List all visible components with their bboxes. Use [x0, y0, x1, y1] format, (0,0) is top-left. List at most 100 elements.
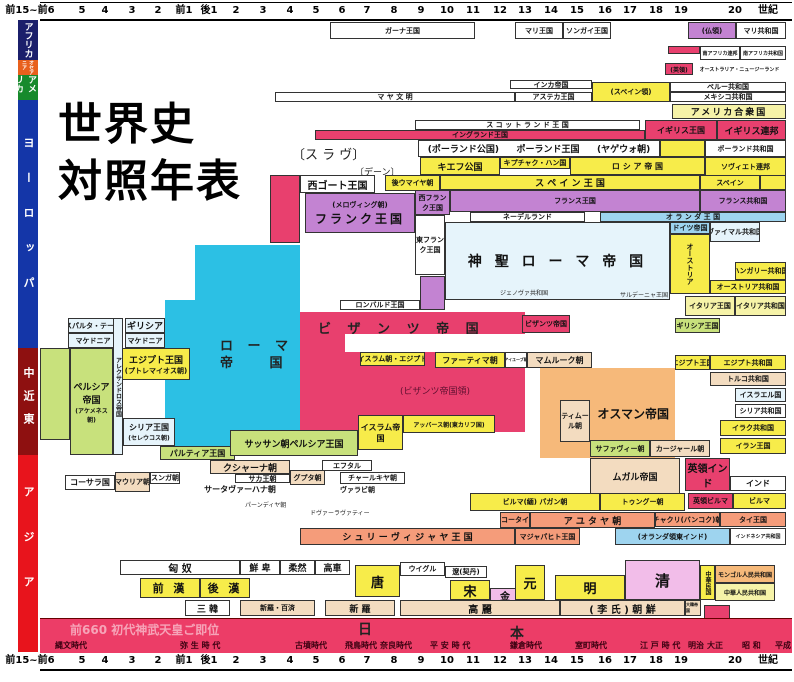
axis-tick-label: 12 [493, 655, 507, 666]
block-kushan: クシャーナ朝 [210, 460, 290, 474]
axis-tick-label: 8 [390, 655, 398, 666]
block-tang: 唐 [355, 565, 400, 597]
axis-tick-label: 11 [466, 655, 480, 666]
block-sa-rep: 南アフリカ共和国 [740, 46, 786, 60]
label-rome: ロ ー マ [220, 339, 294, 354]
japan-period-label: 鎌倉時代 [510, 641, 542, 650]
gap-byzantine [345, 334, 577, 352]
block-thai: タイ王国 [720, 512, 786, 527]
block-holland: オ ラ ン ダ 王 国 [600, 212, 786, 222]
block-joseon: ( 李 氏 ) 朝 鮮 [560, 600, 685, 616]
block-qing: 清 [625, 560, 700, 600]
block-xianbei: 鮮 卑 [240, 560, 280, 575]
block-warsaw [660, 140, 705, 157]
region-label: アジア [22, 486, 35, 621]
block-islam-empire: イスラム帝国 [358, 415, 403, 450]
block-greece: ギリシア王国 [675, 318, 720, 333]
axis-tick-label: 5 [78, 655, 86, 666]
block-ghana: ガーナ王国 [330, 22, 475, 39]
block-islam-egypt: (イスラム朝・エジプト) [360, 352, 425, 366]
block-goryeo: 高 麗 [400, 600, 560, 616]
block-egypt-rep: エジプト共和国 [710, 355, 786, 370]
page-title-line2: 対照年表 [58, 156, 242, 207]
block-uk: イギリス連邦 [717, 120, 786, 140]
label-pandya: パーンディヤ朝 [245, 502, 287, 509]
block-syria-rep: シリア共和国 [735, 404, 786, 418]
block-uyghur: ウイグル [400, 562, 445, 576]
japan-period-label: 奈良時代 [380, 641, 412, 650]
block-netherlands: ネーデルランド [470, 212, 585, 222]
block-valabhi: ヴァラビ朝 [335, 485, 380, 495]
region-label: ヨーロッパ [22, 136, 35, 312]
region-europe: ヨーロッパ [18, 100, 38, 348]
label: ポーランド王国 [516, 145, 580, 155]
axis-tick-label: 前1 [175, 5, 193, 16]
block-roc: 中華民国 [700, 565, 715, 600]
block-india: インド [730, 476, 786, 491]
block-holy-roman-empire: 神 聖 ロ ー マ 帝 国 [445, 222, 670, 300]
axis-tick-label: 5 [312, 655, 320, 666]
block-iraq: イラク共和国 [720, 420, 786, 436]
label-hon: 本 [510, 626, 524, 642]
axis-tick-label: 17 [623, 655, 637, 666]
block-roman-empire [195, 245, 300, 455]
axis-tick-label: 5 [78, 5, 86, 16]
label-slav: 〔ス ラ ヴ〕 [292, 148, 366, 163]
region-middle-east: 中近東 [18, 348, 38, 455]
block-maurya: マウリア朝 [115, 472, 150, 492]
block-german: ドイツ帝国 [670, 222, 710, 234]
block-weimar: ヴァイマル共和国 [710, 222, 760, 242]
axis-tick-label: 前15~前6 [5, 5, 55, 16]
block-kipchak: キプチャク・ハン国 [500, 157, 570, 169]
block-turkey: トルコ共和国 [710, 372, 786, 386]
axis-tick-label: 4 [101, 5, 109, 16]
block-spain3 [760, 175, 786, 190]
block-saka: サカ王朝 [235, 474, 290, 483]
block-parthia: パルティア王国 [160, 446, 235, 460]
block-gupta: グプタ朝 [290, 470, 325, 485]
axis-tick-label: 12 [493, 5, 507, 16]
axis-tick-label: 16 [598, 655, 612, 666]
block-timurid: ティムール朝 [560, 400, 590, 442]
block-france: フランス王国 [450, 190, 700, 212]
block-iran: イラン王国 [720, 438, 786, 454]
block-austria-rep: オーストリア共和国 [710, 280, 786, 294]
block-silla-baekje: 新羅・百済 [240, 600, 315, 616]
axis-tick-label: 後1 [200, 5, 218, 16]
block-song: 宋 [450, 580, 490, 600]
block-hungary: ハンガリー共和国 [735, 262, 786, 280]
block-italy-kingdom: イタリア王国 [685, 296, 735, 316]
axis-tick-label: 前15~前6 [5, 655, 55, 666]
axis-tick-label: 3 [259, 655, 267, 666]
block-mamluk: マムルーク朝 [527, 352, 592, 368]
block-greek: ギリシア [125, 318, 165, 333]
axis-tick-label: 4 [286, 655, 294, 666]
axis-tick-label: 2 [232, 655, 240, 666]
block-hephthal: エフタル [322, 460, 372, 471]
block-japan-colony [704, 605, 730, 619]
axis-tick-label: 10 [440, 5, 454, 16]
block-french-africa: (仏領) [688, 22, 736, 39]
block-srivijaya: シ ュ リ ー ヴ ィ ジ ャ ヤ 王 国 [300, 528, 515, 545]
axis-tick-label: 20 [728, 5, 742, 16]
axis-tick-label: 4 [286, 5, 294, 16]
block-spain: ス ペ イ ン 王 国 [440, 175, 700, 190]
axis-tick-label: 4 [101, 655, 109, 666]
block-macedonia2: マケドニア [125, 333, 165, 348]
band-japan: 前660 初代神武天皇ご即位 日 本 縄文時代弥 生 時 代古墳時代飛鳥時代奈良… [40, 618, 792, 653]
axis-tick-label: 6 [338, 5, 346, 16]
block-byzantine-late: ビザンツ帝国 [522, 315, 570, 333]
japan-period-label: 大正 [707, 641, 723, 650]
block-israel: イスラエル国 [735, 388, 786, 402]
label-genoa: ジェノヴァ共和国 [500, 290, 549, 297]
axis-tick-label: 3 [128, 5, 136, 16]
block-ptolemaic: エジプト王国(プトレマイオス朝) [122, 348, 190, 380]
block-italy-rep: イタリア共和国 [735, 296, 786, 316]
axis-tick-label: 世紀 [758, 5, 778, 16]
block-safavid: サファヴィー朝 [590, 440, 650, 457]
block-kiev: キエフ公国 [420, 157, 500, 175]
axis-tick-label: 3 [259, 5, 267, 16]
block-burma-rep: ビルマ [733, 493, 786, 509]
block-majapahit: マジャパヒト王国 [515, 528, 580, 545]
axis-tick-label: 2 [232, 5, 240, 16]
